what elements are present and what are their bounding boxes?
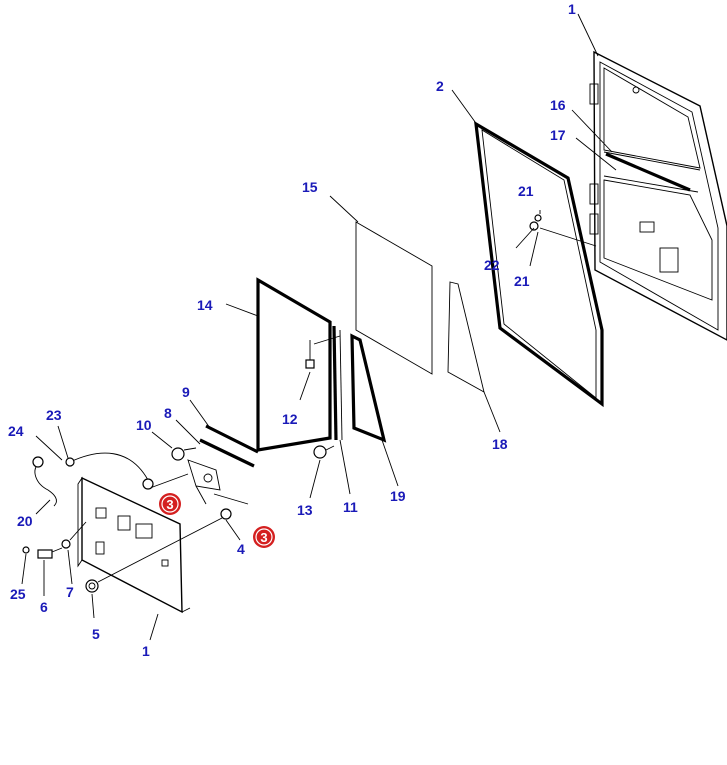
callout-13: 13 [297, 502, 313, 518]
callout-1-bottom: 1 [142, 643, 150, 659]
callout-23: 23 [46, 407, 62, 423]
callout-14: 14 [197, 297, 213, 313]
badge-3-right-text: 3 [260, 530, 267, 545]
callout-15: 15 [302, 179, 318, 195]
cover-plate [77, 476, 191, 641]
bolt-set [21, 521, 87, 596]
badge-3-left-text: 3 [166, 497, 173, 512]
glass-panel-large [329, 195, 433, 375]
callout-17: 17 [550, 127, 566, 143]
washer-4 [220, 508, 241, 541]
callout-7: 7 [66, 584, 74, 600]
bolt-12 [299, 335, 341, 401]
callout-21-top: 21 [518, 183, 534, 199]
callout-18: 18 [492, 436, 508, 452]
callout-20: 20 [17, 513, 33, 529]
badge-3-left: 3 [159, 493, 181, 515]
callout-9: 9 [182, 384, 190, 400]
door-frame-assembly [571, 13, 727, 341]
callout-1-top: 1 [568, 1, 576, 17]
badge-3-right: 3 [253, 526, 275, 548]
callout-24: 24 [8, 423, 24, 439]
callout-25: 25 [10, 586, 26, 602]
callout-4: 4 [237, 541, 245, 557]
callout-16: 16 [550, 97, 566, 113]
callout-21-bottom: 21 [514, 273, 530, 289]
callout-22: 22 [484, 257, 500, 273]
bolt-13 [309, 445, 335, 499]
triangular-seal-19 [350, 333, 399, 487]
washer-5 [85, 517, 223, 619]
callout-19: 19 [390, 488, 406, 504]
callout-labels: 1 2 16 17 21 22 21 15 14 12 9 8 10 23 24… [8, 1, 576, 659]
screw-10 [151, 431, 197, 461]
callout-6: 6 [40, 599, 48, 615]
seal-strip-11 [332, 325, 351, 495]
callout-12: 12 [282, 411, 298, 427]
callout-11: 11 [343, 499, 358, 515]
callout-2: 2 [436, 78, 444, 94]
callout-10: 10 [136, 417, 152, 433]
clip-parts [515, 210, 597, 267]
latch-mechanism [149, 459, 249, 505]
window-seal-14 [225, 277, 332, 452]
glass-panel-small [447, 281, 501, 433]
cable-harness [32, 425, 154, 515]
glass-seal-frame [451, 89, 604, 408]
callout-8: 8 [164, 405, 172, 421]
callout-5: 5 [92, 626, 100, 642]
guide-rails [175, 399, 259, 468]
